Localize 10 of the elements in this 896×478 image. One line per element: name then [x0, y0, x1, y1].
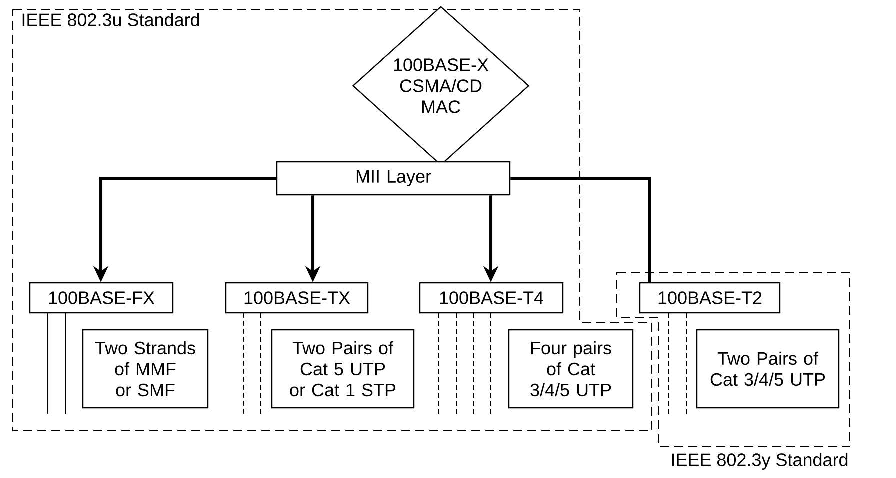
phy-box: 100BASE-TX	[225, 282, 369, 314]
media-box: Four pairs of Cat 3/4/5 UTP	[508, 329, 634, 409]
node-label: IEEE 802.3y Standard	[672, 453, 848, 470]
media-box: Two Pairs of Cat 3/4/5 UTP	[696, 329, 840, 409]
phy-box: 100BASE-T4	[419, 282, 564, 314]
phy-box: 100BASE-FX	[29, 282, 174, 314]
media-box: Two Pairs of Cat 5 UTP or Cat 1 STP	[271, 329, 415, 409]
phy-box: 100BASE-T2	[639, 282, 781, 314]
layer-box: MII Layer	[276, 161, 511, 196]
media-box: Two Strands of MMF or SMF	[82, 329, 209, 409]
